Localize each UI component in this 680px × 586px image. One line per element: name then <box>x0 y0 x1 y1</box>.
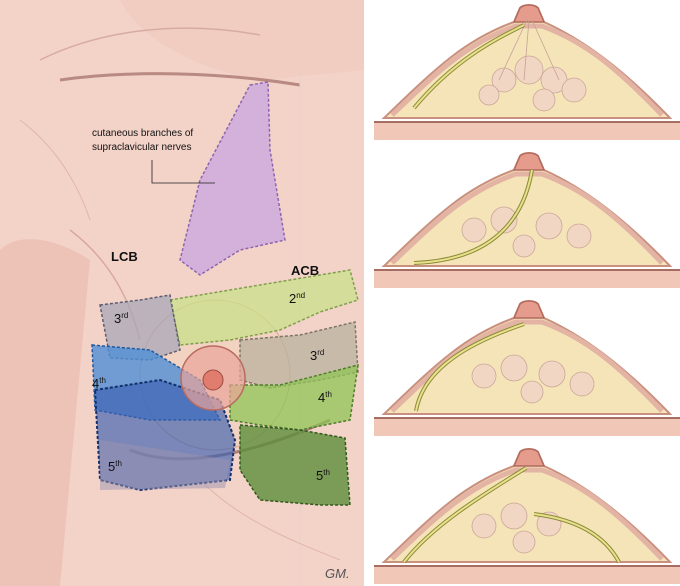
nipple <box>202 369 224 391</box>
lcb-3-label: 3rd <box>114 311 128 326</box>
nipple-section <box>512 4 546 23</box>
acb-4-territory <box>229 363 359 431</box>
acb-header: ACB <box>291 263 319 278</box>
chest-illustration: cutaneous branches of supraclavicular ne… <box>0 0 364 586</box>
annotation-leader-line <box>151 160 215 184</box>
chest-illustration-svg: cutaneous branches of supraclavicular ne… <box>0 0 364 586</box>
artist-signature: GM. <box>325 566 350 581</box>
cross-section-2-svg <box>374 152 680 288</box>
acb-3-label: 3rd <box>310 348 324 363</box>
annotation-line-2: supraclavicular nerves <box>92 142 192 153</box>
nipple-section <box>512 448 546 467</box>
acb-5-label: 5th <box>316 468 330 483</box>
lcb-header: LCB <box>111 249 138 264</box>
lcb-5-label: 5th <box>108 459 122 474</box>
cross-section-3-svg <box>374 300 680 436</box>
nipple-section <box>512 300 546 319</box>
cross-section-1 <box>374 0 680 140</box>
lcb-3-territory <box>99 294 181 361</box>
acb-2-label: 2nd <box>289 291 305 306</box>
cross-section-1-svg <box>374 4 680 140</box>
nipple-section <box>512 152 546 171</box>
supraclavicular-territory <box>179 81 286 276</box>
arm-region <box>0 239 90 586</box>
acb-5-territory <box>239 424 351 506</box>
acb-2-territory <box>169 269 359 346</box>
annotation-line-1: cutaneous branches of <box>92 128 193 139</box>
cross-section-2 <box>374 148 680 288</box>
acb-4-label: 4th <box>318 390 332 405</box>
cross-section-3 <box>374 296 680 436</box>
lcb-4-label: 4th <box>92 376 106 391</box>
clavicle-line <box>59 72 301 87</box>
neck-region <box>0 0 364 80</box>
cross-section-4 <box>374 444 680 584</box>
cross-section-4-svg <box>374 448 680 584</box>
